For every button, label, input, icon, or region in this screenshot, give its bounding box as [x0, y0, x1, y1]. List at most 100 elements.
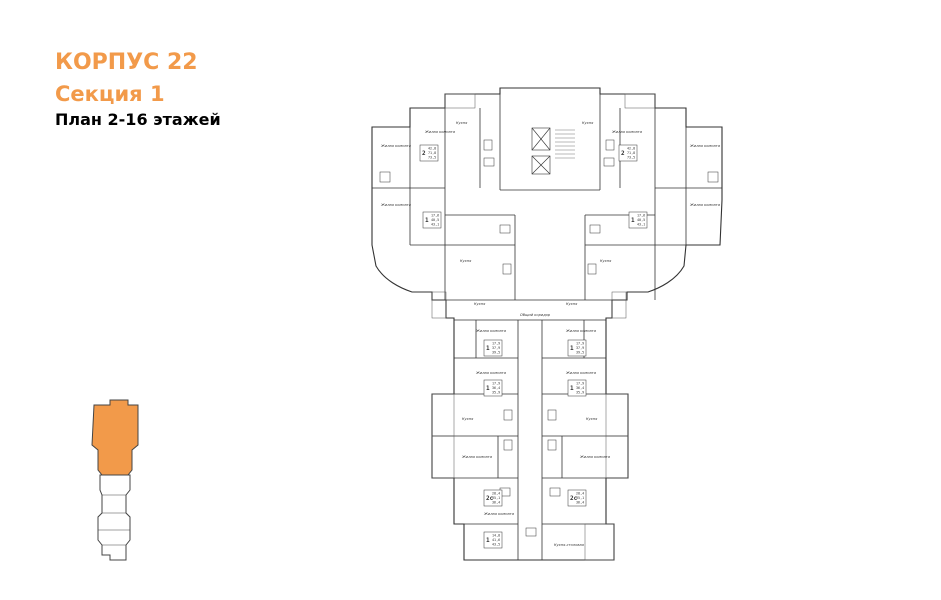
apartment-area-box: 117,936,435,9 — [483, 379, 503, 397]
apartment-area-value: 17,9 — [492, 342, 500, 346]
apartment-area-value: 35,9 — [492, 391, 500, 395]
building-title: КОРПУС 22 — [55, 50, 198, 75]
apartment-box-frame — [483, 489, 503, 507]
elevator-core — [531, 127, 575, 175]
apartment-room-count: 1 — [486, 345, 490, 352]
apartment-area-boxes: 242,871,873,5242,871,873,5117,640,543,11… — [419, 144, 648, 549]
room-label-kitchen: Кухня — [462, 417, 474, 421]
apartment-area-value: 71,8 — [428, 151, 436, 155]
apartment-box-frame — [618, 144, 638, 162]
apartment-area-value: 40,5 — [431, 218, 439, 222]
section-title: Секция 1 — [55, 82, 165, 106]
apartment-box-frame — [567, 379, 587, 397]
apartment-area-box: 117,937,939,5 — [567, 339, 587, 357]
apartment-area-value: 73,5 — [428, 156, 436, 160]
apartment-room-count: 1 — [631, 217, 635, 224]
room-label-kitchen: Кухня — [586, 417, 598, 421]
apartment-room-count: 2 — [621, 150, 625, 157]
apartment-area-value: 41,6 — [492, 538, 500, 542]
floor-plan-title: План 2-16 этажей — [55, 110, 221, 129]
room-label-kitchen: Кухня — [460, 259, 472, 263]
room-label-living: Жилая комната — [424, 130, 455, 134]
apartment-area-box: 114,841,643,5 — [483, 531, 503, 549]
apartment-room-count: 1 — [486, 385, 490, 392]
apartment-area-value: 39,5 — [576, 351, 584, 355]
room-label-kitchen: Кухня — [600, 259, 612, 263]
room-label-kitchen: Кухня — [456, 121, 468, 125]
apartment-area-box: 117,936,435,9 — [567, 379, 587, 397]
apartment-area-box: 117,640,543,1 — [628, 211, 648, 229]
apartment-area-box: 117,937,939,5 — [483, 339, 503, 357]
apartment-area-value: 37,9 — [492, 346, 500, 350]
apartment-room-count: 2 — [422, 150, 426, 157]
apartment-area-value: 17,6 — [431, 214, 439, 218]
room-label-kitchen: Кухня — [566, 302, 578, 306]
apartment-area-value: 36,4 — [492, 501, 500, 505]
apartment-area-value: 35,9 — [576, 391, 584, 395]
room-label-living: Жилая комната — [483, 512, 514, 516]
interior-walls — [372, 94, 722, 560]
plan-outline — [371, 87, 723, 561]
apartment-area-value: 17,9 — [576, 342, 584, 346]
balconies — [431, 93, 656, 561]
room-label-kitchen: Кухня — [474, 302, 486, 306]
apartment-area-value: 42,8 — [428, 147, 436, 151]
apartment-room-count: 2с — [570, 495, 578, 502]
apartment-box-frame — [483, 339, 503, 357]
apartment-area-value: 43,5 — [492, 543, 500, 547]
apartment-room-count: 1 — [486, 537, 490, 544]
apartment-box-frame — [483, 531, 503, 549]
apartment-room-count: 1 — [570, 345, 574, 352]
apartment-box-frame — [567, 489, 587, 507]
apartment-area-value: 36,4 — [492, 386, 500, 390]
apartment-area-value: 35,1 — [576, 496, 584, 500]
room-label-living: Жилая комната — [579, 455, 610, 459]
apartment-area-value: 71,8 — [627, 151, 635, 155]
apartment-area-value: 36,4 — [576, 386, 584, 390]
apartment-area-value: 37,9 — [576, 346, 584, 350]
room-label-living: Жилая комната — [565, 329, 596, 333]
apartment-area-value: 28,4 — [492, 492, 500, 496]
apartment-area-value: 35,1 — [492, 496, 500, 500]
apartment-area-value: 28,4 — [576, 492, 584, 496]
apartment-area-value: 17,9 — [492, 382, 500, 386]
room-label-kitchen-living: Кухня-столовая — [554, 543, 585, 547]
apartment-box-frame — [419, 144, 439, 162]
apartment-box-frame — [628, 211, 648, 229]
apartment-area-value: 43,1 — [637, 223, 645, 227]
room-label-living: Жилая комната — [461, 455, 492, 459]
apartment-box-frame — [567, 339, 587, 357]
apartment-box-frame — [422, 211, 442, 229]
room-label-living: Жилая комната — [475, 371, 506, 375]
room-label-living: Жилая комната — [380, 144, 411, 148]
apartment-area-value: 36,4 — [576, 501, 584, 505]
room-label-living: Жилая комната — [689, 144, 720, 148]
apartment-area-value: 17,9 — [576, 382, 584, 386]
room-label-kitchen: Кухня — [582, 121, 594, 125]
key-plan-building-outline — [97, 474, 131, 561]
apartment-area-value: 39,5 — [492, 351, 500, 355]
apartment-room-count: 1 — [425, 217, 429, 224]
key-plan-section-highlight — [91, 399, 139, 476]
room-labels: Жилая комната Жилая комната Жилая комнат… — [380, 121, 720, 547]
room-label-living: Жилая комната — [380, 203, 411, 207]
apartment-area-value: 42,8 — [627, 147, 635, 151]
apartment-area-value: 43,1 — [431, 223, 439, 227]
fixtures — [379, 139, 719, 537]
room-label-living: Жилая комната — [475, 329, 506, 333]
apartment-area-box: 117,640,543,1 — [422, 211, 442, 229]
apartment-room-count: 2с — [486, 495, 494, 502]
key-plan — [91, 399, 139, 561]
apartment-box-frame — [483, 379, 503, 397]
room-label-living: Жилая комната — [611, 130, 642, 134]
apartment-area-box: 242,871,873,5 — [618, 144, 638, 162]
room-label-corridor: Общий коридор — [520, 313, 551, 317]
room-label-living: Жилая комната — [689, 203, 720, 207]
apartment-room-count: 1 — [570, 385, 574, 392]
room-label-living: Жилая комната — [565, 371, 596, 375]
apartment-area-value: 17,6 — [637, 214, 645, 218]
apartment-area-value: 73,5 — [627, 156, 635, 160]
